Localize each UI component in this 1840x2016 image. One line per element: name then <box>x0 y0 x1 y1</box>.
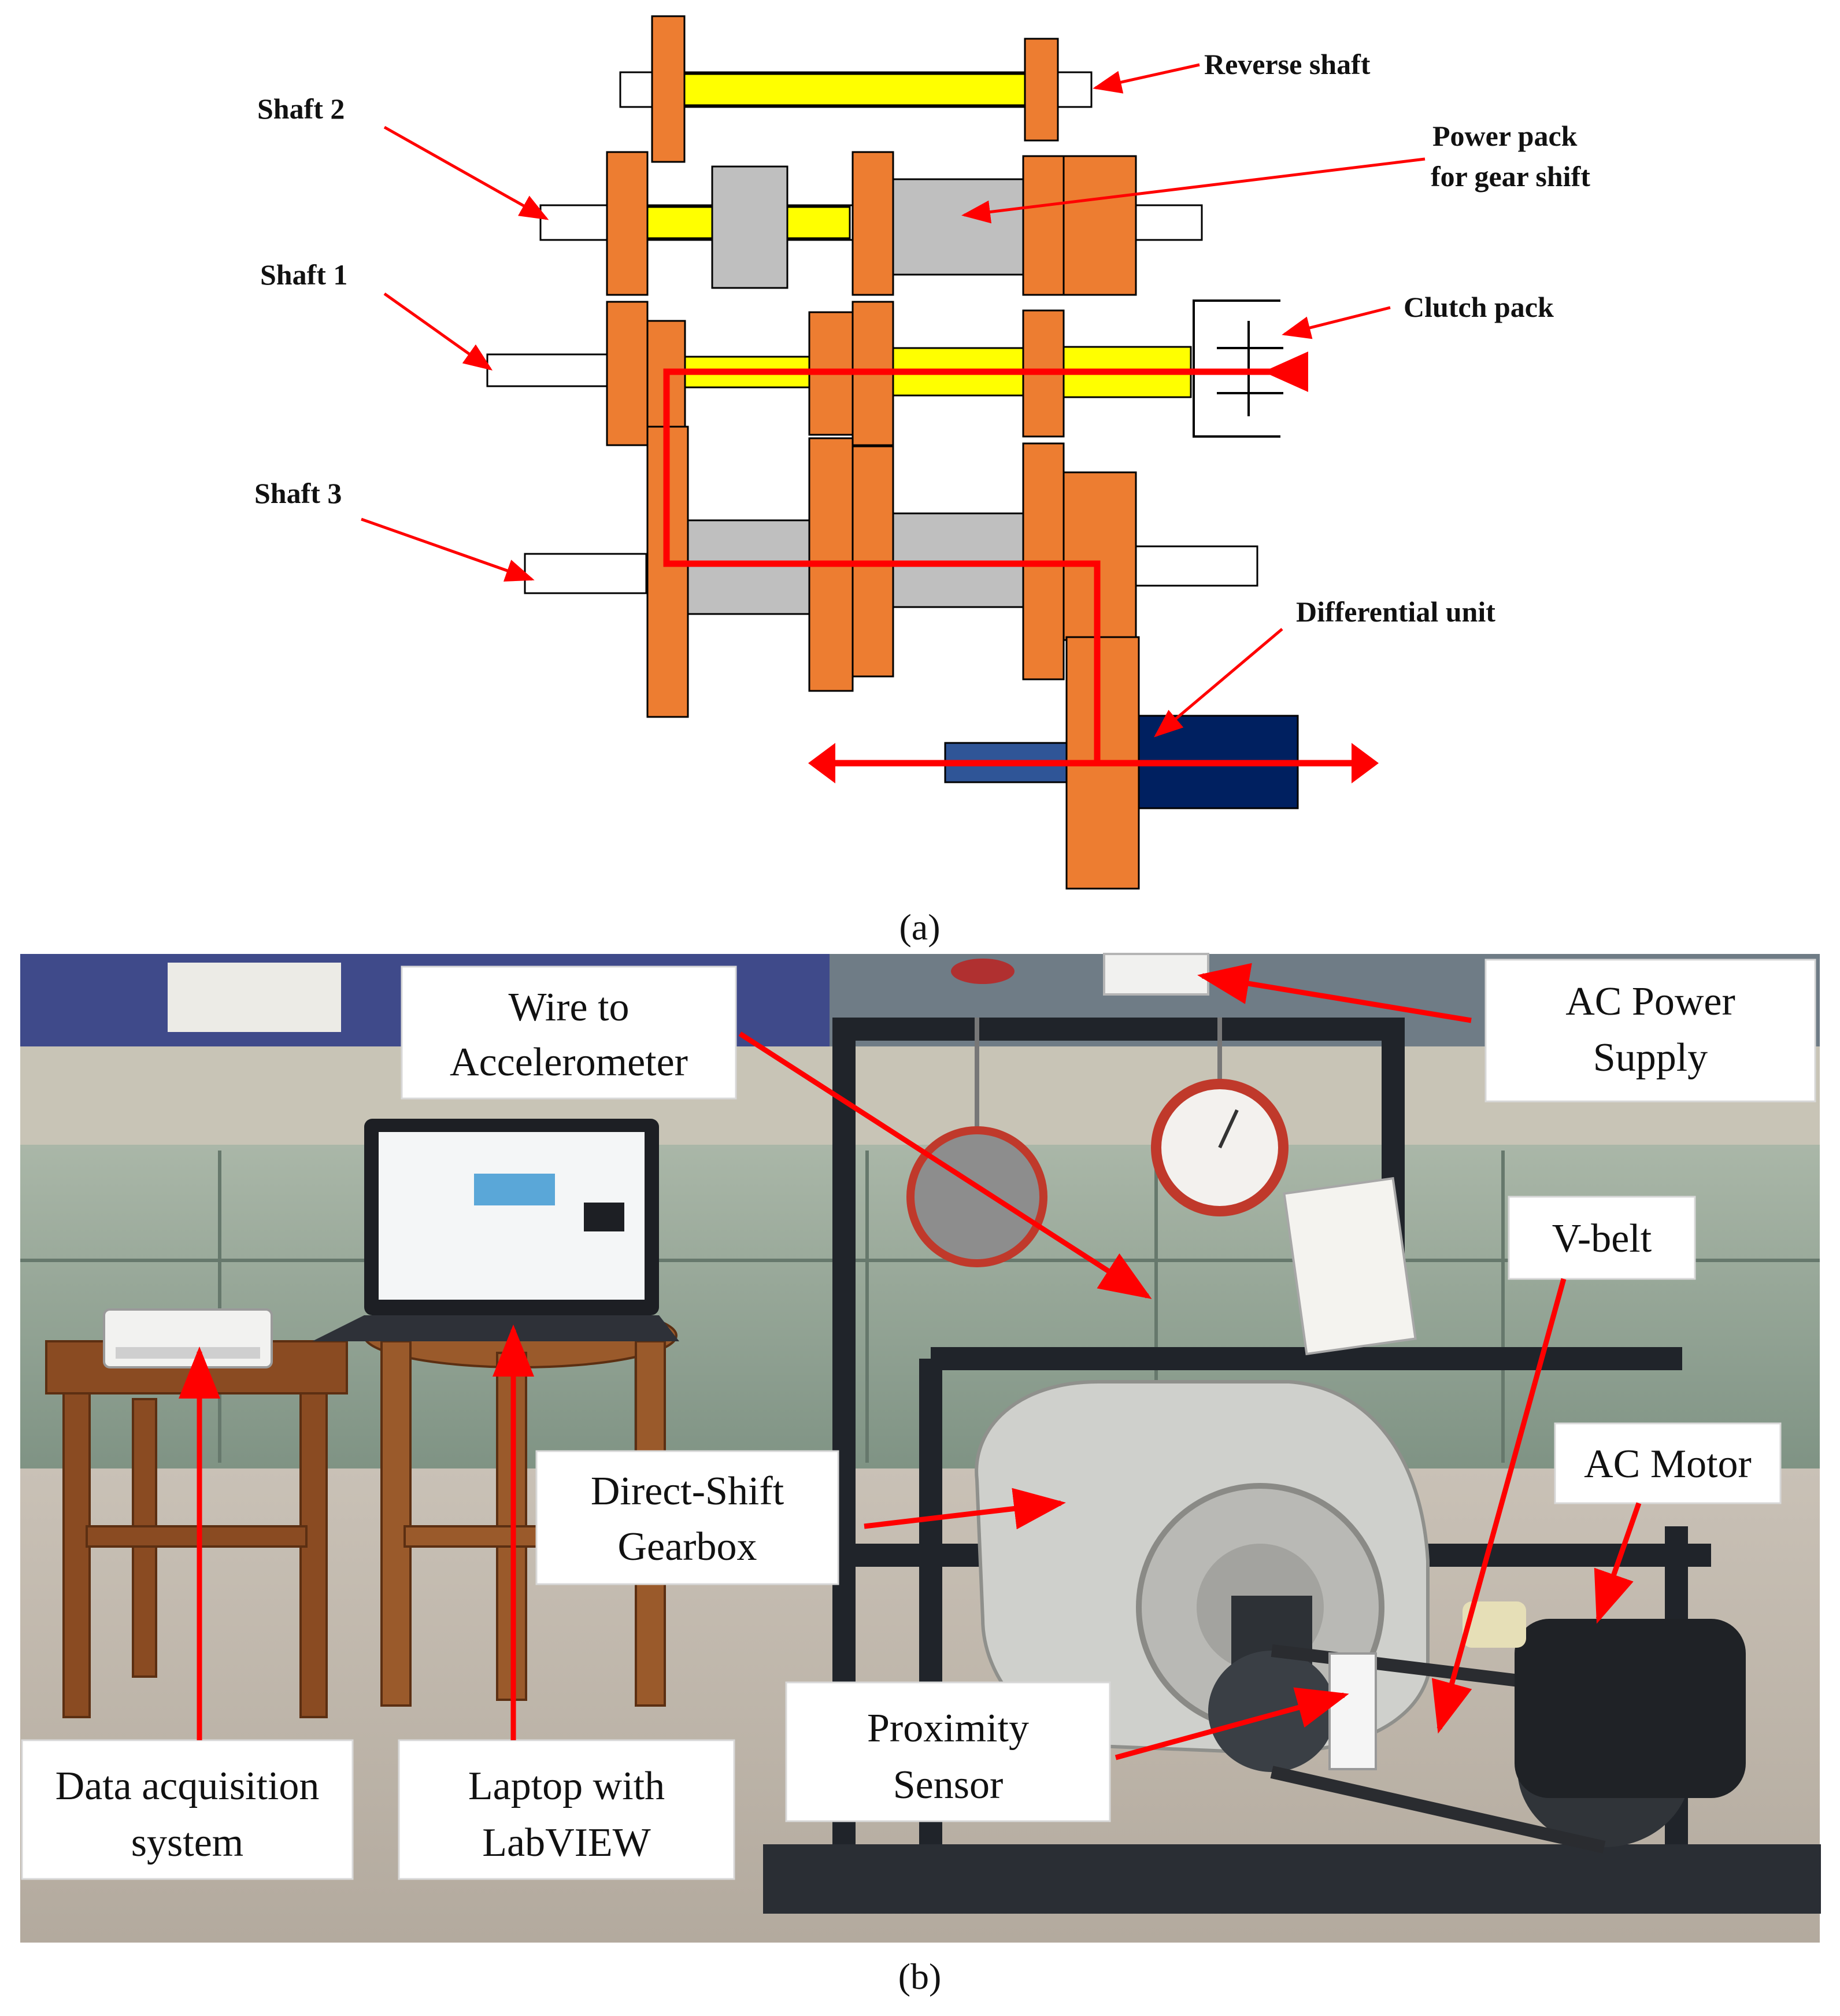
power-flow-path <box>663 368 1361 767</box>
shaft2-gear-4 <box>1062 155 1137 296</box>
callout-ac-power-1: AC Power <box>1565 979 1735 1024</box>
power-pack-hub <box>892 178 1024 276</box>
label-shaft3: Shaft 3 <box>254 477 342 509</box>
callout-box-laptop <box>398 1739 735 1880</box>
reverse-gear-right <box>1024 38 1059 142</box>
label-shaft1: Shaft 1 <box>260 258 347 291</box>
callout-box-dsg <box>535 1450 839 1585</box>
shaft2-hub-1 <box>711 165 788 289</box>
hanging-scales <box>906 959 1289 1267</box>
callout-ac-power-2: Supply <box>1593 1035 1708 1080</box>
callout-daq-1: Data acquisition <box>55 1764 320 1808</box>
callout-prox-1: Proximity <box>867 1706 1029 1751</box>
label-power-pack-1: Power pack <box>1432 120 1578 152</box>
shaft2-gear-1 <box>606 151 649 296</box>
callout-dsg-2: Gearbox <box>617 1525 757 1569</box>
callout-wire-1: Wire to <box>508 985 629 1030</box>
proximity-sensor-bracket <box>1328 1652 1377 1770</box>
panel-a-schematic <box>486 15 1299 890</box>
reverse-gear-left <box>651 15 686 163</box>
shaft3-white-left <box>524 553 647 594</box>
callout-wire-2: Accelerometer <box>450 1040 688 1085</box>
shaft1-gear-1 <box>606 301 649 446</box>
caption-a: (a) <box>899 907 940 948</box>
laptop <box>312 1119 679 1341</box>
callout-box-ac-power <box>1484 959 1816 1103</box>
daq-device <box>103 1308 273 1368</box>
callout-prox-2: Sensor <box>893 1763 1004 1807</box>
panel-a-leaders <box>361 63 1426 738</box>
panel-a-labels: Reverse shaft Shaft 2 Power pack for gea… <box>254 48 1590 628</box>
shaft3-hub-2 <box>892 512 1024 608</box>
shaft3-white-right <box>1135 545 1258 587</box>
label-differential-unit: Differential unit <box>1296 595 1495 628</box>
callout-laptop-1: Laptop with <box>468 1764 665 1808</box>
callout-box-ac-motor <box>1554 1422 1782 1504</box>
label-reverse-shaft: Reverse shaft <box>1204 48 1371 80</box>
label-power-pack-2: for gear shift <box>1431 160 1590 193</box>
shaft2-gear-3 <box>1022 155 1065 296</box>
callout-box-wire <box>401 966 737 1100</box>
callout-laptop-2: LabVIEW <box>482 1821 651 1865</box>
callout-vbelt: V-belt <box>1552 1216 1652 1261</box>
panel-b-callout-boxes <box>21 959 1816 1880</box>
label-shaft2: Shaft 2 <box>257 93 345 125</box>
callout-box-vbelt <box>1508 1196 1696 1280</box>
power-flow-arrowheads <box>808 352 1379 783</box>
panel-b-callout-text: Wire to Accelerometer AC Power Supply V-… <box>55 979 1752 1865</box>
ac-power-socket <box>1103 953 1209 996</box>
ac-motor <box>1463 1601 1746 1798</box>
reverse-shaft-yellow <box>683 73 1030 106</box>
callout-dsg-1: Direct-Shift <box>591 1469 784 1514</box>
photo-wall-poster <box>168 963 341 1032</box>
callout-box-prox <box>785 1681 1111 1822</box>
caption-b: (b) <box>898 1956 942 1997</box>
label-clutch-pack: Clutch pack <box>1404 291 1554 323</box>
shaft2-gear-2 <box>851 151 894 296</box>
panel-b-leaders <box>179 963 1642 1760</box>
test-rig-base <box>763 1844 1821 1914</box>
callout-box-daq <box>21 1739 354 1880</box>
junction-box <box>1283 1177 1417 1356</box>
callout-ac-motor: AC Motor <box>1584 1442 1752 1486</box>
shaft3-hub-1 <box>686 519 810 615</box>
callout-daq-2: system <box>131 1821 243 1865</box>
shaft1-white <box>486 353 610 387</box>
